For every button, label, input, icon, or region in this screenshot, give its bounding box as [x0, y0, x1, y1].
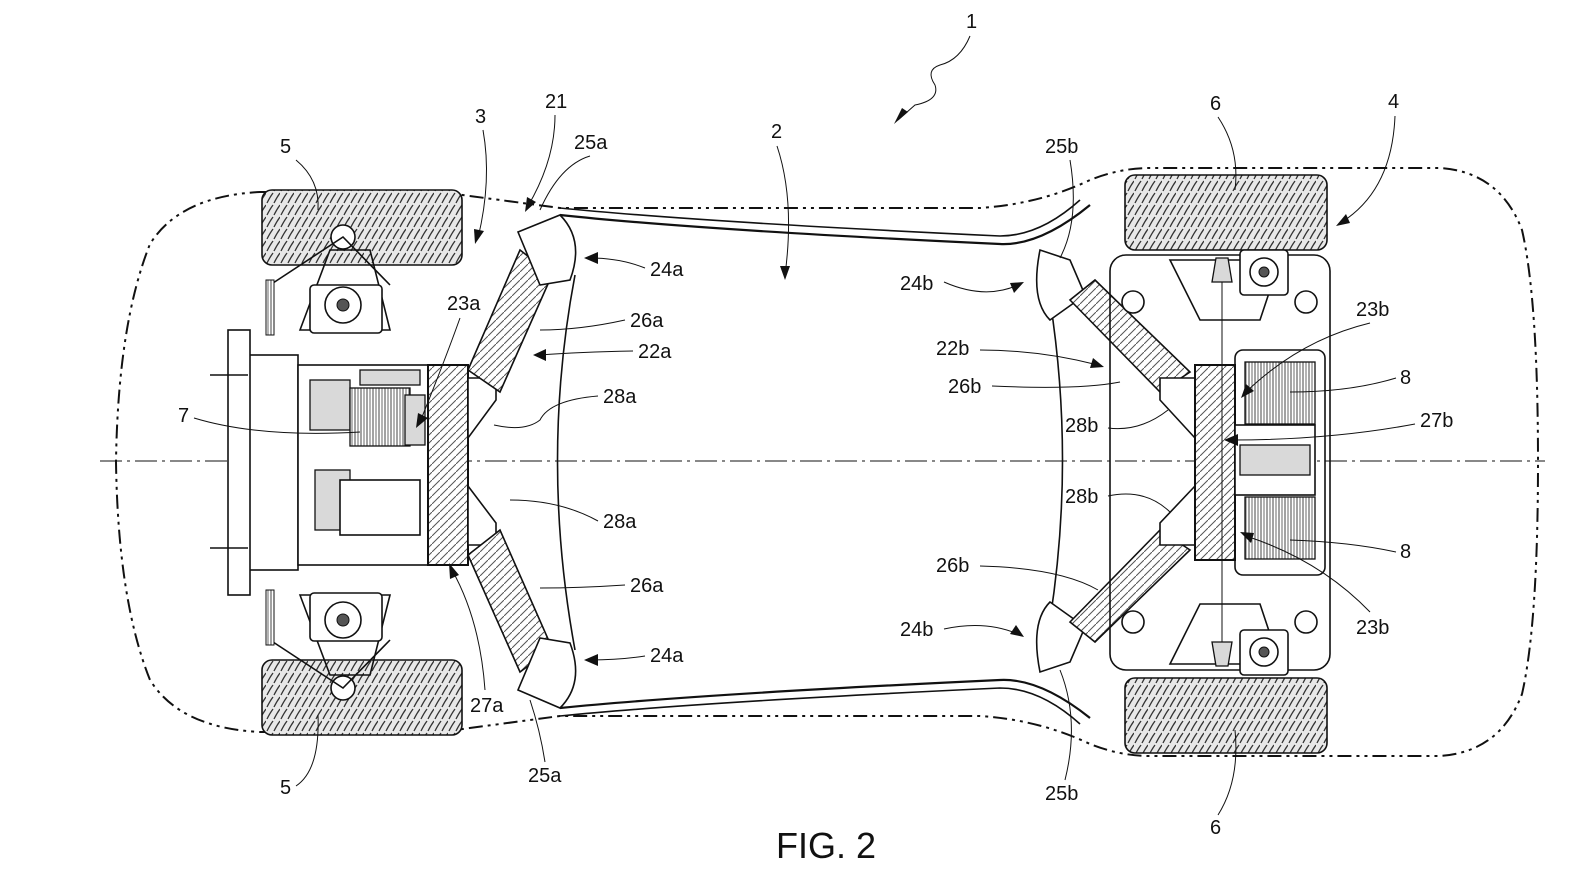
label-joint-25b-top: 25b	[1045, 136, 1078, 158]
rear-bracket-lower	[1160, 486, 1195, 545]
rear-bracket-upper	[1160, 378, 1195, 438]
label-rear-motor-top: 8	[1400, 367, 1411, 389]
label-crossmember-27a: 27a	[470, 695, 504, 717]
label-front-section: 3	[475, 106, 486, 128]
label-joint-25b-bottom: 25b	[1045, 783, 1078, 805]
label-crash-22b: 22b	[936, 338, 969, 360]
label-joint-25a-top: 25a	[574, 132, 608, 154]
label-node-24a-top: 24a	[650, 259, 684, 281]
label-bracket-28a-top: 28a	[603, 386, 637, 408]
label-node-24a-bottom: 24a	[650, 645, 684, 667]
label-bracket-28b-top: 28b	[1065, 415, 1098, 437]
label-strut-26b-bottom: 26b	[936, 555, 969, 577]
front-crossmember	[428, 365, 468, 565]
label-joint-25a-bottom: 25a	[528, 765, 562, 787]
label-plate-23b-top: 23b	[1356, 299, 1389, 321]
label-plate-23b-bottom: 23b	[1356, 617, 1389, 639]
label-crash-22a: 22a	[638, 341, 672, 363]
label-front-wheel-bottom: 5	[280, 777, 291, 799]
label-frame: 2	[771, 121, 782, 143]
label-rear-wheel-top: 6	[1210, 93, 1221, 115]
label-node-24b-bottom: 24b	[900, 619, 933, 641]
label-bracket-28b-bottom: 28b	[1065, 486, 1098, 508]
label-strut-26a-bottom: 26a	[630, 575, 664, 597]
frame-rails	[558, 200, 1091, 724]
label-crossmember-27b: 27b	[1420, 410, 1453, 432]
label-rear-section: 4	[1388, 91, 1399, 113]
label-plate-23a: 23a	[447, 293, 481, 315]
label-front-wheel-top: 5	[280, 136, 291, 158]
front-axle-assembly	[210, 225, 428, 700]
label-structure-21: 21	[545, 91, 567, 113]
label-node-24b-top: 24b	[900, 273, 933, 295]
label-rear-wheel-bottom: 6	[1210, 817, 1221, 839]
label-rear-motor-bottom: 8	[1400, 541, 1411, 563]
label-front-motor: 7	[178, 405, 189, 427]
label-vehicle: 1	[966, 11, 977, 33]
rear-crossmember	[1195, 365, 1235, 560]
label-strut-26a-top: 26a	[630, 310, 664, 332]
figure-caption: FIG. 2	[776, 825, 876, 866]
label-strut-26b-top: 26b	[948, 376, 981, 398]
label-bracket-28a-bottom: 28a	[603, 511, 637, 533]
